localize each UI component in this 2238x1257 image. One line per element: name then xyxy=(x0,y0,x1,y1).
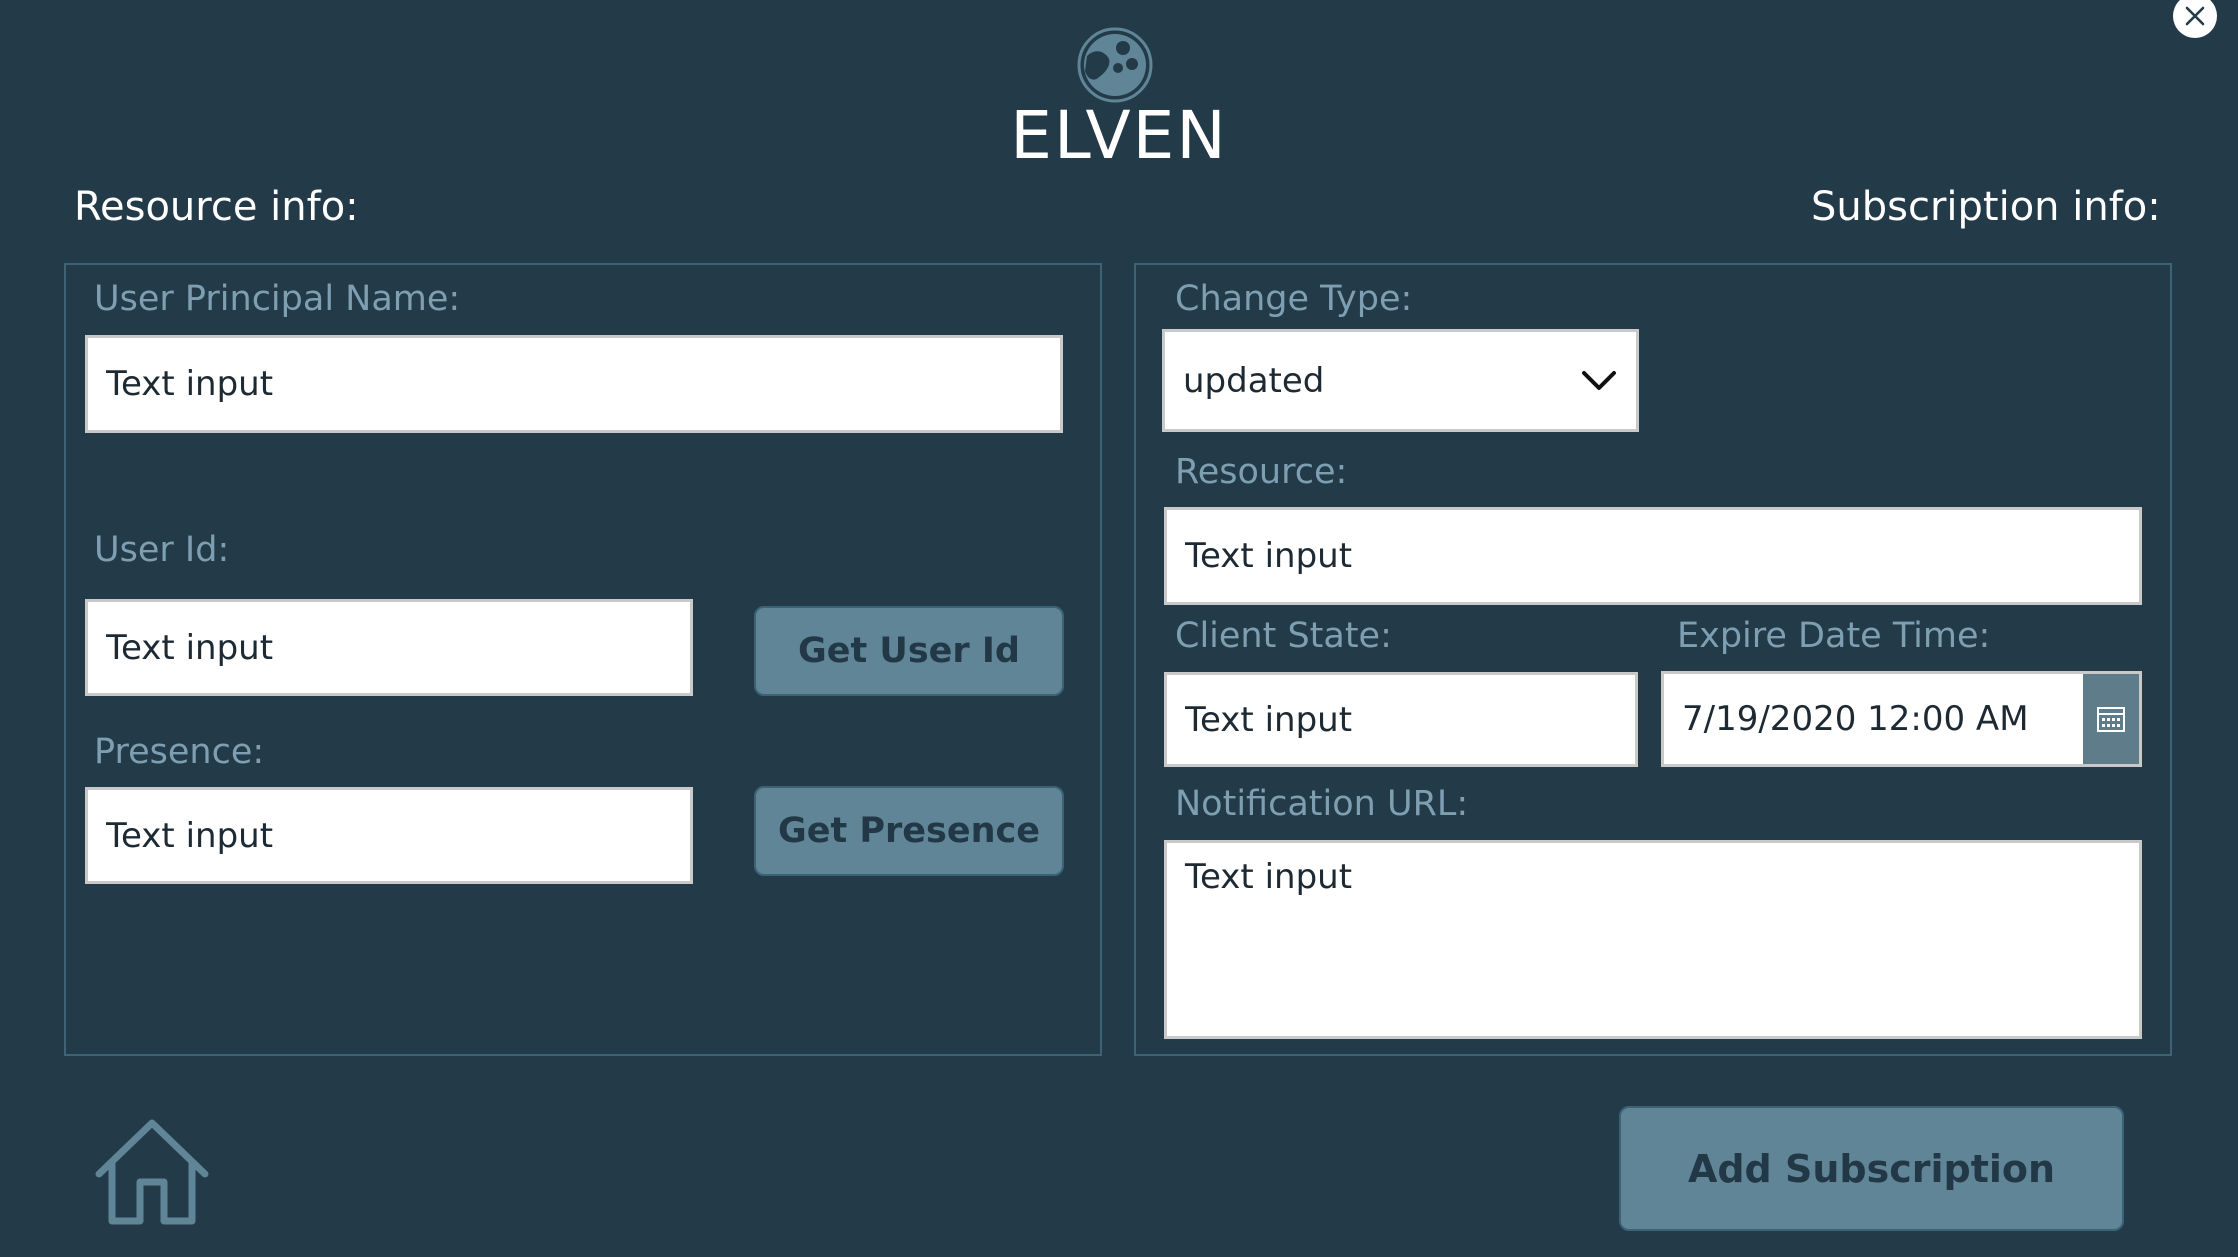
upn-input[interactable] xyxy=(85,335,1063,433)
add-subscription-button[interactable]: Add Subscription xyxy=(1619,1106,2124,1231)
get-user-id-button[interactable]: Get User Id xyxy=(754,606,1064,696)
expire-date-label: Expire Date Time: xyxy=(1677,616,1991,656)
home-icon[interactable] xyxy=(94,1118,210,1226)
change-type-dropdown[interactable]: updated xyxy=(1162,329,1639,432)
brand-title: ELVEN xyxy=(1010,97,1228,174)
calendar-icon xyxy=(2097,707,2125,732)
resource-label: Resource: xyxy=(1175,452,1348,492)
user-id-input[interactable] xyxy=(85,599,693,696)
resource-info-panel xyxy=(64,263,1102,1056)
subscription-info-title: Subscription info: xyxy=(1811,184,2161,230)
presence-input[interactable] xyxy=(85,787,693,884)
client-state-input[interactable] xyxy=(1164,672,1638,767)
calendar-button[interactable] xyxy=(2083,674,2139,764)
notification-url-input[interactable]: Text input xyxy=(1164,840,2142,1039)
change-type-label: Change Type: xyxy=(1175,279,1413,319)
resource-info-title: Resource info: xyxy=(74,184,359,230)
upn-label: User Principal Name: xyxy=(94,279,461,319)
user-id-label: User Id: xyxy=(94,530,230,570)
chevron-down-icon xyxy=(1582,370,1616,390)
close-button[interactable] xyxy=(2173,0,2217,38)
get-presence-button[interactable]: Get Presence xyxy=(754,786,1064,876)
elven-logo-icon xyxy=(1077,27,1153,103)
change-type-value: updated xyxy=(1183,360,1325,401)
subscription-info-panel xyxy=(1134,263,2172,1056)
notification-url-label: Notification URL: xyxy=(1175,784,1469,824)
expire-date-value: 7/19/2020 12:00 AM xyxy=(1682,699,2029,739)
close-icon xyxy=(2185,6,2205,26)
client-state-label: Client State: xyxy=(1175,616,1392,656)
resource-input[interactable] xyxy=(1164,507,2142,605)
presence-label: Presence: xyxy=(94,732,265,772)
expire-date-picker[interactable]: 7/19/2020 12:00 AM xyxy=(1661,671,2142,767)
